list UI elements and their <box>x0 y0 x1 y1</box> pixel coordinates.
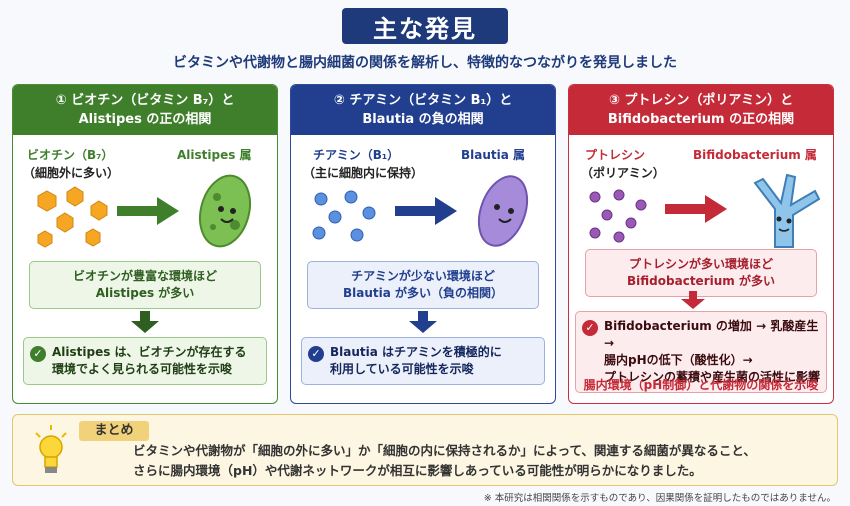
panel-header-line1: ③ プトレシン（ポリアミン）と <box>608 93 794 108</box>
thiamine-sublabel: （主に細胞内に保持） <box>303 166 424 180</box>
summary-tag: まとめ <box>79 421 149 441</box>
conclusion-line3: プトレシンの蓄積や産生菌の活性に影響 <box>604 370 821 384</box>
note-line2: Bifidobacterium が多い <box>627 274 775 288</box>
panel-putrescine-bifidobacterium: ③ プトレシン（ポリアミン）と Bifidobacterium の正の相関 プト… <box>568 84 834 404</box>
arrow-right-icon <box>665 195 727 223</box>
conclusion-line2: 利用している可能性を示唆 <box>330 362 474 376</box>
arrow-right-icon <box>395 197 457 225</box>
panel-biotin-alistipes: ① ビオチン（ビタミン B₇）と Alistipes の正の相関 ビオチン（B₇… <box>12 84 278 404</box>
footnote: ※ 本研究は相関関係を示すものであり、因果関係を証明したものではありません。 <box>483 493 836 504</box>
biotin-label: ビオチン（B₇） <box>27 148 114 162</box>
biotin-conclusion: ✓ Alistipes は、ビオチンが存在する 環境でよく見られる可能性を示唆 <box>23 337 267 385</box>
check-icon: ✓ <box>30 346 46 362</box>
note-line2: Alistipes が多い <box>95 286 195 300</box>
note-line1: プトレシンが多い環境ほど <box>628 257 773 271</box>
green-bacterium-icon <box>199 174 251 248</box>
conclusion-line1: Bifidobacterium の増加 → 乳酸産生 → <box>604 319 819 350</box>
biotin-sublabel: （細胞外に多い） <box>23 166 120 180</box>
lightbulb-icon <box>35 425 67 473</box>
arrow-right-icon <box>117 197 179 225</box>
conclusion-line1: Blautia はチアミンを積極的に <box>330 345 502 359</box>
conclusion-line1: Alistipes は、ビオチンが存在する <box>52 345 247 359</box>
panel-header-line2: Blautia の負の相関 <box>362 112 484 127</box>
panel-header: ③ プトレシン（ポリアミン）と Bifidobacterium の正の相関 <box>569 85 833 135</box>
panel-thiamine-blautia: ② チアミン（ビタミン B₁）と Blautia の負の相関 チアミン（B₁） … <box>290 84 556 404</box>
bifidobacterium-label: Bifidobacterium 属 <box>693 148 817 162</box>
page-title: 主な発見 <box>342 8 508 44</box>
check-icon: ✓ <box>582 320 598 336</box>
purple-bacterium-icon <box>477 175 529 247</box>
summary-box: まとめ ビタミンや代謝物が「細胞の外に多い」か「細胞の内に保持されるか」によって… <box>12 414 838 486</box>
panel-header-line1: ② チアミン（ビタミン B₁）と <box>333 93 513 108</box>
thiamine-label: チアミン（B₁） <box>313 148 400 162</box>
arrow-down-icon <box>409 311 437 333</box>
check-icon: ✓ <box>308 346 324 362</box>
panel-header: ② チアミン（ビタミン B₁）と Blautia の負の相関 <box>291 85 555 135</box>
page-subtitle: ビタミンや代謝物と腸内細菌の関係を解析し、特徴的なつながりを発見しました <box>173 55 677 71</box>
summary-line2: さらに腸内環境（pH）や代謝ネットワークが相互に影響しあっている可能性が明らかに… <box>133 463 702 478</box>
note-line2: Blautia が多い（負の相関） <box>342 286 504 300</box>
putrescine-molecules-icon <box>589 189 647 243</box>
note-line1: チアミンが少ない環境ほど <box>351 269 495 283</box>
putrescine-label: プトレシン <box>585 148 646 162</box>
thiamine-conclusion: ✓ Blautia はチアミンを積極的に 利用している可能性を示唆 <box>301 337 545 385</box>
alistipes-label: Alistipes 属 <box>177 148 252 162</box>
putrescine-sublabel: （ポリアミン） <box>581 166 665 180</box>
blautia-label: Blautia 属 <box>461 148 526 162</box>
panel-header-line2: Alistipes の正の相関 <box>78 112 212 127</box>
thiamine-molecules-icon <box>312 190 376 242</box>
panel-header: ① ビオチン（ビタミン B₇）と Alistipes の正の相関 <box>13 85 277 135</box>
biotin-molecules-icon <box>37 186 108 248</box>
panel-header-line1: ① ビオチン（ビタミン B₇）と <box>55 93 235 108</box>
blue-bifidobacterium-icon <box>753 173 821 248</box>
conclusion-line2: 環境でよく見られる可能性を示唆 <box>52 362 233 376</box>
summary-line1: ビタミンや代謝物が「細胞の外に多い」か「細胞の内に保持されるか」によって、関連す… <box>133 443 756 458</box>
thiamine-observation: チアミンが少ない環境ほど Blautia が多い（負の相関） <box>307 261 539 309</box>
biotin-observation: ビオチンが豊富な環境ほど Alistipes が多い <box>29 261 261 309</box>
summary-text: ビタミンや代謝物が「細胞の外に多い」か「細胞の内に保持されるか」によって、関連す… <box>133 441 833 481</box>
note-line1: ビオチンが豊富な環境ほど <box>72 269 217 283</box>
putrescine-conclusion: ✓ Bifidobacterium の増加 → 乳酸産生 → 腸内pHの低下（酸… <box>575 311 827 393</box>
ph-implication: 腸内環境（pH制御）と代謝物の関係を示唆 <box>583 378 819 392</box>
arrow-down-icon <box>131 311 159 333</box>
arrow-down-icon <box>681 291 705 309</box>
putrescine-observation: プトレシンが多い環境ほど Bifidobacterium が多い <box>585 249 817 297</box>
panel-header-line2: Bifidobacterium の正の相関 <box>607 112 795 127</box>
conclusion-line2: 腸内pHの低下（酸性化）→ <box>604 353 753 367</box>
